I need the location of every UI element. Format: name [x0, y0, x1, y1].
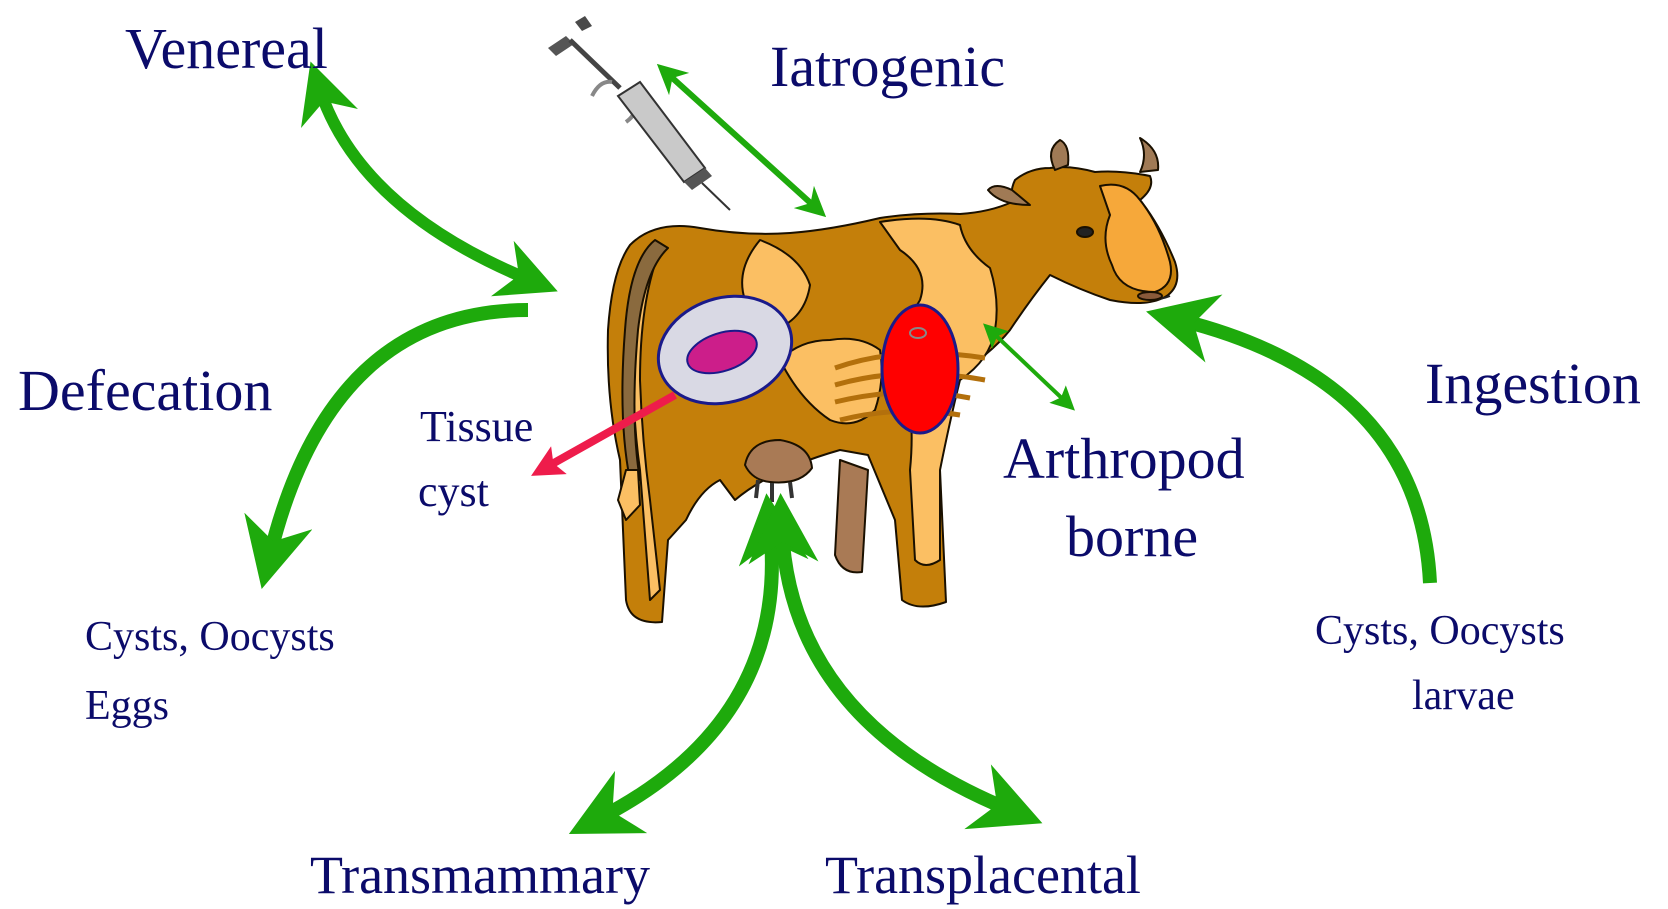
arthropod-label-line2: borne	[1066, 508, 1198, 566]
tissue-cyst-label-line1: Tissue	[420, 405, 533, 449]
transmammary-label: Transmammary	[310, 848, 650, 902]
venereal-label: Venereal	[125, 20, 328, 78]
iatrogenic-label: Iatrogenic	[770, 38, 1005, 96]
venereal-arrow	[320, 90, 530, 280]
ingestion-products-line2: larvae	[1412, 675, 1515, 717]
defecation-label: Defecation	[18, 362, 272, 420]
arthropod-arrow	[990, 330, 1068, 404]
tissue-cyst-label-line2: cyst	[418, 470, 489, 514]
ingestion-products-line1: Cysts, Oocysts	[1315, 610, 1565, 652]
defecation-products-line1: Cysts, Oocysts	[85, 616, 335, 658]
defecation-products-line2: Eggs	[85, 685, 169, 727]
transplacental-label: Transplacental	[825, 848, 1141, 902]
fetus-bag-icon	[882, 305, 958, 433]
ingestion-label: Ingestion	[1425, 355, 1641, 413]
syringe-icon	[548, 16, 730, 210]
transplacental-arrow	[782, 528, 1010, 810]
arthropod-label-line1: Arthropod	[1003, 430, 1245, 488]
